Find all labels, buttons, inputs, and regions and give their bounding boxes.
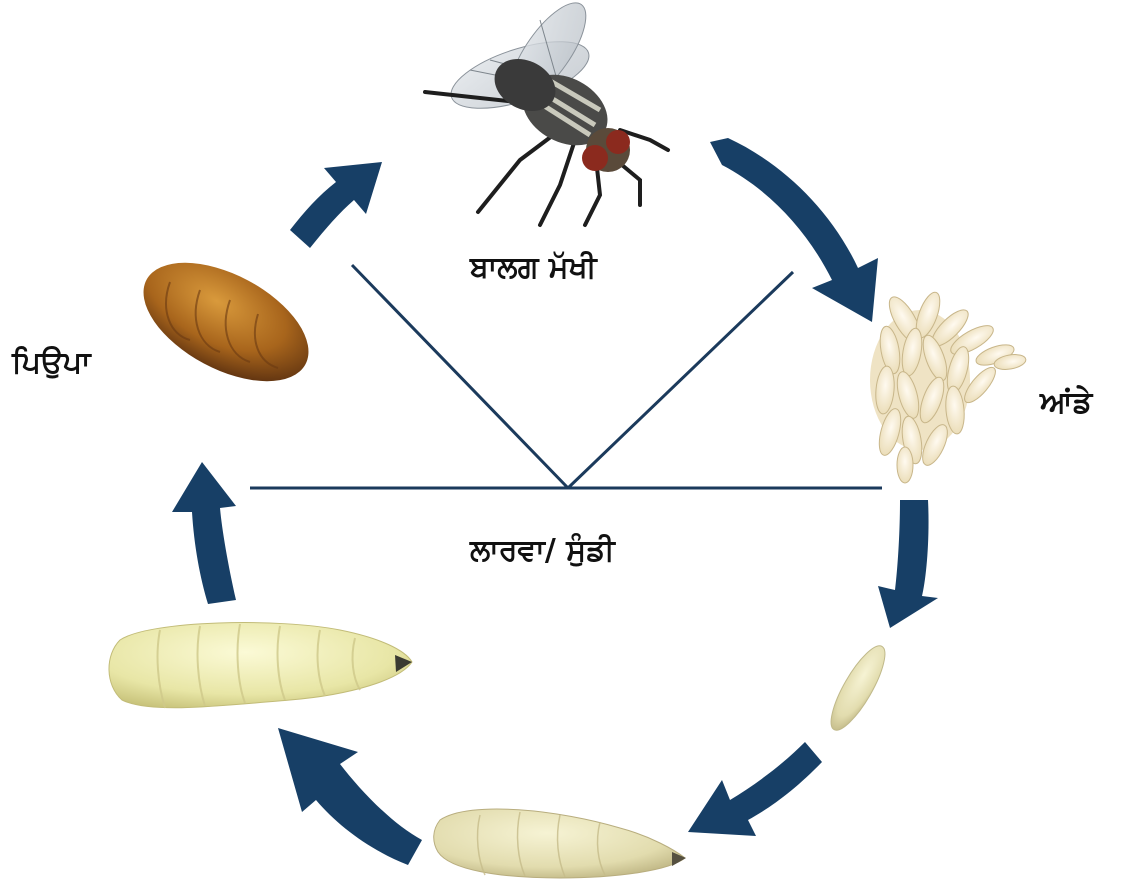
- arrow-pupa-to-adult: [290, 162, 382, 248]
- arrow-eggs-to-larva1: [878, 500, 938, 628]
- eggs-cluster-image: [870, 289, 1027, 483]
- arrow-larva2-to-larva3: [278, 728, 422, 865]
- label-eggs: ਆਂਡੇ: [1040, 385, 1092, 420]
- label-adult-fly: ਬਾਲਗ ਮੱਖੀ: [470, 250, 597, 285]
- label-pupa: ਪਿਉਪਾ: [12, 345, 91, 380]
- label-larva: ਲਾਰਵਾ/ ਸੁੰਡੀ: [470, 533, 615, 568]
- arrow-larva1-to-larva2: [688, 742, 822, 836]
- larva-medium-image: [434, 809, 686, 878]
- larva-large-image: [109, 623, 412, 708]
- divider-right: [568, 272, 793, 488]
- adult-fly-image: [425, 0, 668, 225]
- larva-small-image: [822, 639, 894, 736]
- pupa-image: [124, 238, 327, 406]
- arrow-larva3-to-pupa: [172, 462, 236, 604]
- arrow-adult-to-eggs: [710, 138, 878, 322]
- divider-left: [352, 265, 568, 488]
